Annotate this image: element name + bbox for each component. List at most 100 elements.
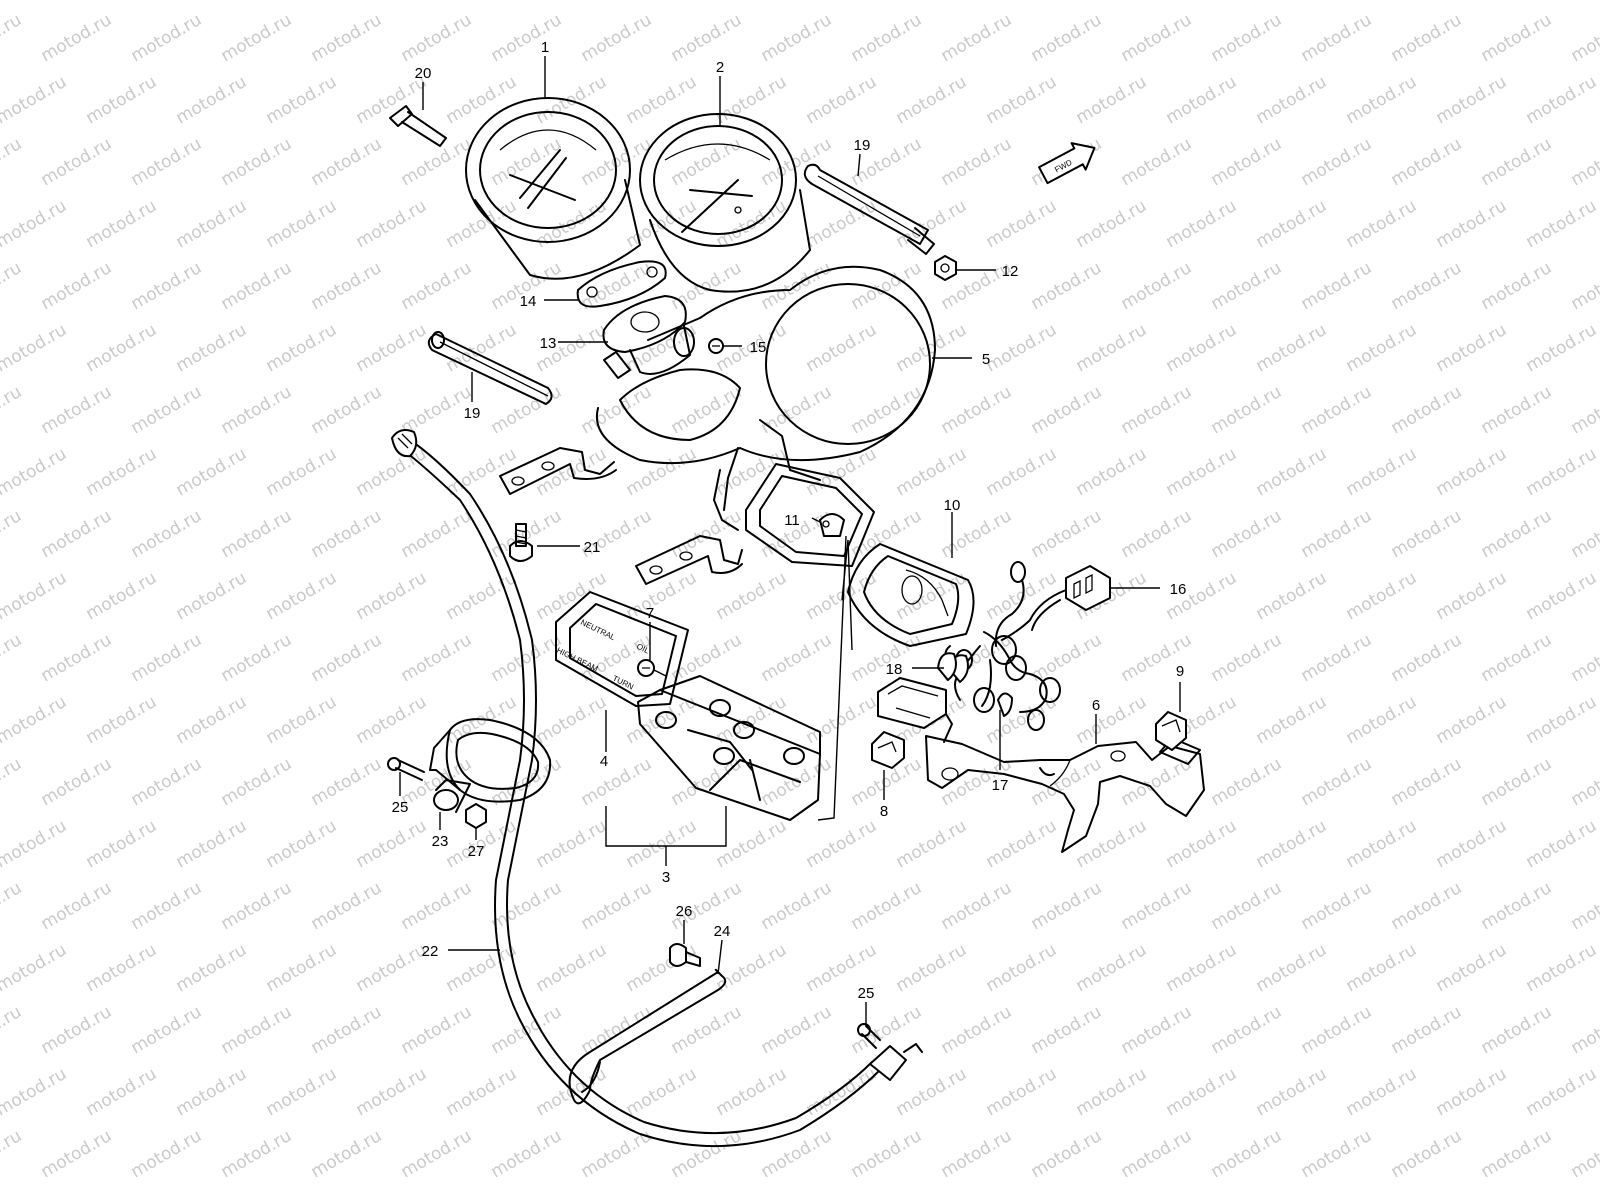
callout-leaders <box>399 56 1181 1024</box>
watermark-text: motod.ru <box>173 196 251 252</box>
bolt-26 <box>669 943 701 967</box>
watermark-text: motod.ru <box>83 816 161 872</box>
watermark-text: motod.ru <box>1388 754 1466 810</box>
gasket-14 <box>576 260 667 308</box>
watermark-text: motod.ru <box>0 816 70 872</box>
damper-19-lower <box>427 331 553 405</box>
watermark-text: motod.ru <box>1568 134 1600 190</box>
watermark-text: motod.ru <box>893 72 971 128</box>
watermark-text: motod.ru <box>983 444 1061 500</box>
callout-6: 6 <box>1092 697 1100 714</box>
lamp-housing-bracket <box>745 463 875 567</box>
watermark-text: motod.ru <box>0 196 70 252</box>
speedometer-cable <box>391 429 923 1148</box>
callout-12: 12 <box>1002 263 1019 280</box>
watermark-text: motod.ru <box>1478 630 1556 686</box>
watermark-text: motod.ru <box>1523 1064 1600 1120</box>
watermark-text: motod.ru <box>1478 382 1556 438</box>
watermark-text: motod.ru <box>38 134 116 190</box>
watermark-text: motod.ru <box>0 630 25 686</box>
watermark-text: motod.ru <box>0 444 70 500</box>
watermark-text: motod.ru <box>1118 506 1196 562</box>
watermark-text: motod.ru <box>533 816 611 872</box>
watermark-text: motod.ru <box>0 320 70 376</box>
bolt-25-lower <box>857 1023 881 1049</box>
watermark-text: motod.ru <box>1163 940 1241 996</box>
watermark-text: motod.ru <box>1523 72 1600 128</box>
callout-8: 8 <box>880 803 888 820</box>
watermark-text: motod.ru <box>173 72 251 128</box>
watermark-text: motod.ru <box>1343 692 1421 748</box>
watermark-text: motod.ru <box>803 0 881 4</box>
watermark-text: motod.ru <box>803 1064 881 1120</box>
socket-11 <box>819 513 845 537</box>
watermark-text: motod.ru <box>128 1002 206 1058</box>
watermark-text: motod.ru <box>668 10 746 66</box>
callout-16: 16 <box>1170 581 1187 598</box>
watermark-text: motod.ru <box>0 754 25 810</box>
watermark-text: motod.ru <box>1343 72 1421 128</box>
callout-9: 9 <box>1176 663 1184 680</box>
watermark-text: motod.ru <box>1028 506 1106 562</box>
watermark-text: motod.ru <box>263 0 341 4</box>
watermark-text: motod.ru <box>1253 0 1331 4</box>
watermark-text: motod.ru <box>1343 196 1421 252</box>
watermark-text: motod.ru <box>1253 1064 1331 1120</box>
watermark-text: motod.ru <box>623 1064 701 1120</box>
watermark-text: motod.ru <box>1118 1126 1196 1182</box>
watermark-text: motod.ru <box>758 382 836 438</box>
watermark-text: motod.ru <box>38 630 116 686</box>
watermark-text: motod.ru <box>263 1064 341 1120</box>
lens-cover-10 <box>847 543 975 647</box>
screw-15 <box>708 338 724 354</box>
watermark-text: motod.ru <box>0 134 25 190</box>
watermark-text: motod.ru <box>263 940 341 996</box>
callout-27: 27 <box>468 843 485 860</box>
watermark-text: motod.ru <box>1298 10 1376 66</box>
watermark-text: motod.ru <box>1298 754 1376 810</box>
callout-21: 21 <box>584 539 601 556</box>
meter-bracket-right <box>635 469 743 585</box>
watermark-text: motod.ru <box>1298 630 1376 686</box>
callout-5: 5 <box>982 351 990 368</box>
watermark-text: motod.ru <box>1568 10 1600 66</box>
watermark-text: motod.ru <box>803 692 881 748</box>
watermark-text: motod.ru <box>1478 258 1556 314</box>
watermark-text: motod.ru <box>0 258 25 314</box>
watermark-text: motod.ru <box>1568 630 1600 686</box>
callout-26: 26 <box>676 903 693 920</box>
watermark-text: motod.ru <box>263 692 341 748</box>
watermark-text: motod.ru <box>1568 382 1600 438</box>
watermark-text: motod.ru <box>218 878 296 934</box>
watermark-text: motod.ru <box>38 1126 116 1182</box>
watermark-text: motod.ru <box>1163 816 1241 872</box>
watermark-text: motod.ru <box>0 692 70 748</box>
watermark-text: motod.ru <box>218 258 296 314</box>
bolt-21 <box>509 523 533 562</box>
watermark-text: motod.ru <box>353 320 431 376</box>
watermark-text: motod.ru <box>578 754 656 810</box>
watermark-text: motod.ru <box>1343 320 1421 376</box>
watermark-text: motod.ru <box>983 0 1061 4</box>
watermark-text: motod.ru <box>1073 72 1151 128</box>
watermark-text: motod.ru <box>353 0 431 4</box>
watermark-text: motod.ru <box>938 1002 1016 1058</box>
leader-long-b <box>841 539 853 651</box>
watermark-text: motod.ru <box>218 1126 296 1182</box>
watermark-text: motod.ru <box>758 1002 836 1058</box>
watermark-text: motod.ru <box>263 444 341 500</box>
watermark-text: motod.ru <box>1568 258 1600 314</box>
watermark-text: motod.ru <box>1208 1126 1286 1182</box>
watermark-text: motod.ru <box>443 1064 521 1120</box>
watermark-text: motod.ru <box>38 754 116 810</box>
watermark-text: motod.ru <box>1388 878 1466 934</box>
watermark-text: motod.ru <box>443 0 521 4</box>
watermark-text: motod.ru <box>218 1002 296 1058</box>
bulb-17 <box>997 692 1013 717</box>
damper-19-upper <box>803 163 935 255</box>
watermark-text: motod.ru <box>758 10 836 66</box>
watermark-text: motod.ru <box>1388 134 1466 190</box>
watermark-text: motod.ru <box>1028 1126 1106 1182</box>
